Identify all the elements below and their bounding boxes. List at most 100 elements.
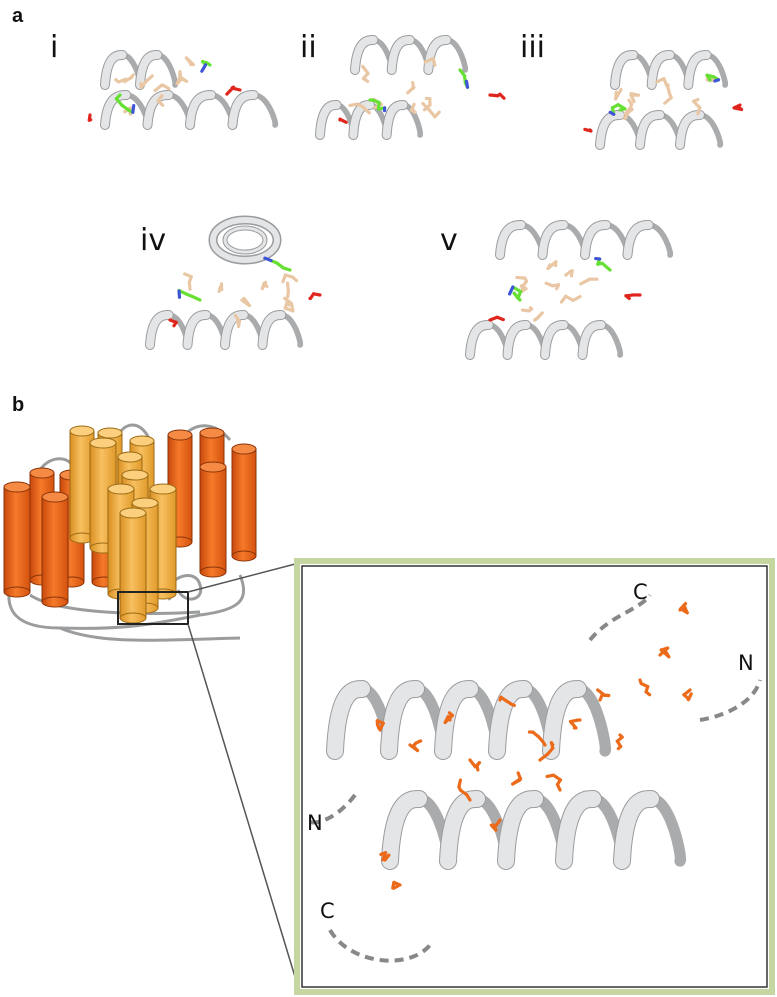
structure-iv-helix-bottom (145, 310, 304, 350)
ctd-tail-1 (59, 626, 241, 642)
ribbon-front-segment (183, 311, 211, 349)
ribbon-front-segment (221, 311, 248, 349)
tm-helix-outer (231, 443, 257, 562)
label-n-left: N (307, 811, 323, 835)
termini-n-right-dash (699, 679, 762, 722)
structure-i-label: i (50, 30, 58, 65)
ribbon-front-segment (381, 681, 424, 759)
structure-v-label: v (440, 223, 458, 258)
ribbon-back-segment (250, 92, 279, 128)
sidechain-bond (348, 102, 360, 108)
structure-i-sidechains (87, 56, 242, 122)
sidechain-bond (516, 771, 522, 780)
ribbon-front-segment (581, 221, 611, 259)
inset-helix-top (326, 680, 611, 760)
sidechain-bond (579, 278, 591, 286)
inset-panel: N C N C (294, 558, 775, 995)
sidechain-bond (520, 308, 531, 313)
inset-frame (294, 558, 775, 995)
sidechain-bond (475, 763, 480, 772)
sidechain-bond (392, 884, 400, 890)
sidechain-bond (464, 79, 470, 89)
sidechain-bond (629, 92, 641, 97)
tm-helix-outer (41, 491, 69, 608)
sidechain-bond (583, 127, 593, 133)
ribbon-front-segment (101, 91, 131, 129)
sidechain-bond (696, 105, 702, 116)
connector-top (187, 562, 300, 593)
sidechain-bond (242, 296, 252, 308)
sidechain-bond (507, 285, 515, 296)
structure-iv-helix-end-on (208, 215, 282, 265)
structure-iii-sidechains (583, 73, 744, 133)
ribbon-front-segment (541, 321, 568, 359)
sidechain-bond (546, 263, 552, 271)
ribbon-front-segment (611, 51, 638, 89)
ribbon-front-segment (387, 36, 414, 74)
panel-a-structures: i ii iii iv (50, 30, 744, 360)
ribbon-front-segment (146, 311, 173, 349)
sidechain-bond (545, 773, 556, 779)
sidechain-bond (178, 70, 183, 79)
ribbon-front-segment (596, 111, 624, 149)
ribbon-front-segment (382, 791, 427, 869)
ribbon-front-segment (136, 51, 162, 89)
sidechain-bond (663, 648, 671, 659)
sidechain-bond (131, 104, 136, 114)
ribbon-front-segment (498, 791, 543, 869)
ribbon-back-segment (278, 312, 304, 348)
sidechain-bond (627, 98, 634, 106)
structure-iv-label: iv (140, 223, 166, 258)
structure-iii-helix-top (610, 50, 729, 90)
sidechain-bond (409, 108, 417, 114)
sidechain-bond (281, 273, 287, 284)
sidechain-bond (236, 318, 241, 328)
structure-iii-helix-bottom (595, 110, 724, 150)
sidechain-bond (128, 73, 135, 80)
intracellular-loop (7, 574, 246, 630)
sidechain-bond (623, 115, 628, 121)
ribbon-front-segment (327, 681, 370, 759)
sidechain-bond (498, 92, 506, 100)
ribbon-front-segment (101, 51, 127, 89)
structure-i-helix-bottom (100, 90, 279, 130)
sidechain-bond (644, 690, 652, 697)
sidechain-bond (509, 702, 516, 708)
sidechain-bond (183, 272, 193, 279)
sidechain-bond (515, 275, 527, 280)
ribbon-front-segment (186, 91, 216, 129)
structure-v-helix-top (495, 220, 674, 260)
panel-a-letter: a (12, 5, 24, 27)
sidechain-bond (571, 295, 582, 303)
structure-ii-helix-top (350, 35, 469, 75)
sidechain-bond (262, 281, 269, 289)
sidechain-bond (666, 85, 672, 96)
ribbon-back-segment (154, 52, 179, 88)
sidechain-bond (379, 851, 388, 856)
structure-iv: iv (140, 215, 322, 350)
tm-helix-outer (199, 461, 227, 578)
sidechain-bond (616, 87, 623, 96)
inset-sidechains (375, 602, 693, 890)
ribbon-back-segment (598, 322, 624, 358)
sidechain-bond (156, 94, 164, 103)
ribbon-front-segment (466, 321, 493, 359)
sidechain-bond (495, 315, 505, 322)
ribbon-front-segment (143, 91, 173, 129)
ribbon-back-segment (443, 37, 469, 73)
inset-border (301, 565, 768, 988)
sidechain-bond (200, 63, 208, 73)
structure-v-helix-bottom (465, 320, 624, 360)
ribbon-front-segment (258, 311, 286, 349)
label-n-right: N (738, 651, 754, 675)
sidechain-bond (361, 64, 370, 75)
ribbon-front-segment (382, 101, 408, 139)
panel-b-letter: b (12, 394, 24, 416)
sidechain-bond (225, 85, 236, 96)
structure-i: i (50, 30, 279, 130)
structure-ii: ii (300, 30, 506, 140)
ribbon-front-segment (578, 321, 606, 359)
sidechain-bond (713, 78, 721, 83)
sidechain-bond (414, 739, 423, 745)
